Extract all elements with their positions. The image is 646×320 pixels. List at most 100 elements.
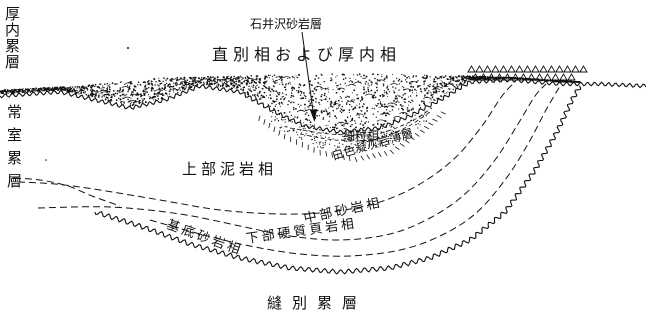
trough-dot [315,142,317,144]
trough-dot [287,130,289,132]
stipple-dot [276,98,278,100]
stipple-dot [253,81,256,84]
trough-dot [390,132,393,134]
trough-dot [395,131,397,133]
stipple-dot [407,96,409,98]
stipple-dot [176,76,178,79]
stipple-dot [287,77,289,79]
stipple-dot [308,100,310,103]
stipple-dot [476,77,478,79]
stipple-dot [300,92,303,94]
stipple-dot [49,87,51,89]
stipple-dot [169,79,172,82]
stipple-dot [60,87,63,89]
stipple-dot [114,92,117,95]
stipple-lens [216,79,226,82]
triangle-icon [495,73,504,81]
stipple-dot [495,77,497,79]
stipple-dot [425,87,428,90]
stipple-dot [402,112,405,114]
stipple-dot [127,91,129,93]
stipple-dot [320,99,323,101]
stipple-dot [103,87,106,89]
stipple-dot [127,98,129,101]
margin-tick [278,130,281,136]
stipple-dot [412,107,414,109]
stipple-dot [387,88,390,91]
stipple-dot [241,82,244,84]
margin-tick [383,150,388,156]
stipple-dot [447,86,449,88]
stipple-dot [363,103,365,105]
stipple-dot [270,91,272,93]
stipple-dot [142,99,144,101]
stipple-dot [334,126,336,128]
stipple-dot [265,76,267,79]
stipple-dot [397,79,400,82]
trough-dot [417,123,419,125]
stipple-dot [303,84,306,86]
stipple-dot [329,103,332,105]
trough-dot [301,138,303,140]
stipple-dot [145,91,147,93]
stipple-lens [132,100,142,104]
stipple-dot [279,105,281,107]
stipple-dot [143,92,146,95]
stipple-dot [194,81,197,84]
stipple-dot [337,107,340,109]
stipple-dot [21,90,24,93]
stipple-dot [422,76,425,79]
stipple-dot [330,77,332,80]
trough-dot [362,133,364,135]
margin-tick [404,139,410,144]
stipple-dot [287,82,290,85]
stipple-dot [279,103,281,106]
stipple-dot [189,77,192,80]
stipple-dot [115,83,117,85]
stipple-dot [441,81,443,83]
stipple-dot [374,96,377,99]
stipple-dot [40,87,43,90]
triangle-icon [539,65,548,73]
trough-dot [322,144,324,146]
stipple-dot [453,85,456,88]
stipple-dot [324,88,327,90]
lower-unconformity [94,85,582,275]
stipple-dot [339,110,341,112]
stipple-dot [154,84,156,86]
stipple-dot [304,113,307,115]
stipple-dot [23,89,25,92]
stipple-dot [330,101,333,104]
stipple-dot [77,91,80,93]
stipple-dot [273,74,276,76]
stipple-dot [191,77,193,79]
stipple-dot [368,79,371,82]
stipple-dot [319,83,321,86]
stipple-dot [176,89,179,92]
stipple-dot [15,89,17,91]
stipple-dot [232,78,234,80]
trough-dot [279,127,281,129]
stipple-dot [430,99,432,101]
stipple-dot [82,86,84,89]
stipple-dot [377,102,379,105]
stipple-dot [125,93,128,96]
stipple-dot [340,122,342,124]
stipple-dot [233,77,235,79]
stipple-dot [374,77,376,80]
stipple-dot [402,108,404,111]
stipple-dot [426,93,428,95]
stipple-dot [415,75,418,77]
stipple-dot [95,93,97,95]
trough-dot [296,131,298,133]
trough-dot [404,137,406,139]
stipple-dot [345,127,347,130]
stipple-dot [339,83,342,85]
stipple-dot [363,87,365,89]
stipple-dot [328,120,330,122]
stipple-dot [348,111,350,113]
stipple-dot [55,88,57,90]
stipple-dot [433,86,436,88]
trough-dot [271,116,273,118]
stipple-dot [358,73,361,76]
